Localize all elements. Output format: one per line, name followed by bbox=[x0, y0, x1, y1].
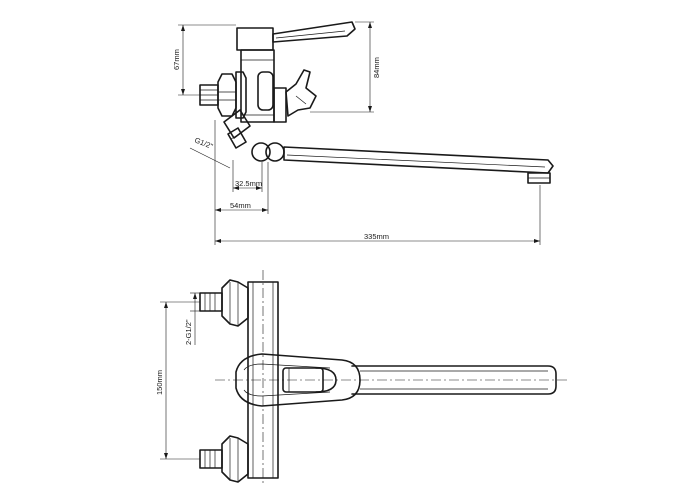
lever-handle bbox=[236, 21, 356, 51]
dimension-84mm: 84mm bbox=[310, 21, 381, 113]
spout bbox=[251, 142, 554, 184]
dimension-32-5mm: 32.5mm bbox=[232, 160, 263, 192]
thread-callout-side: G1/2" bbox=[189, 136, 231, 169]
body-top bbox=[235, 353, 361, 407]
thread-callout-top: 2-G1/2" bbox=[184, 292, 200, 345]
mixer-body bbox=[240, 49, 287, 123]
inlet-top bbox=[199, 279, 249, 327]
dimension-32-5mm-label: 32.5mm bbox=[235, 179, 262, 188]
spout-top bbox=[351, 365, 557, 395]
dimension-67mm-label: 67mm bbox=[172, 49, 181, 70]
dimension-67mm: 67mm bbox=[172, 24, 236, 96]
dimension-335mm-label: 335mm bbox=[364, 232, 389, 241]
side-view: 67mm 84mm G1/2" 32.5mm bbox=[172, 21, 554, 245]
mounting-bar bbox=[247, 281, 279, 479]
thread-side-label: G1/2" bbox=[193, 136, 214, 152]
angled-connector bbox=[223, 109, 251, 149]
dimension-54mm: 54mm bbox=[214, 120, 269, 245]
dimension-335mm: 335mm bbox=[215, 185, 541, 245]
dimension-150mm-label: 150mm bbox=[155, 370, 164, 395]
dimension-150mm: 150mm bbox=[155, 301, 200, 460]
thread-top-label: 2-G1/2" bbox=[184, 319, 193, 345]
top-view: 2-G1/2" 150mm bbox=[155, 270, 570, 485]
dimension-54mm-label: 54mm bbox=[230, 201, 251, 210]
inlet-bottom bbox=[199, 435, 249, 483]
diverter-knob bbox=[285, 69, 317, 117]
dimension-84mm-label: 84mm bbox=[372, 57, 381, 78]
